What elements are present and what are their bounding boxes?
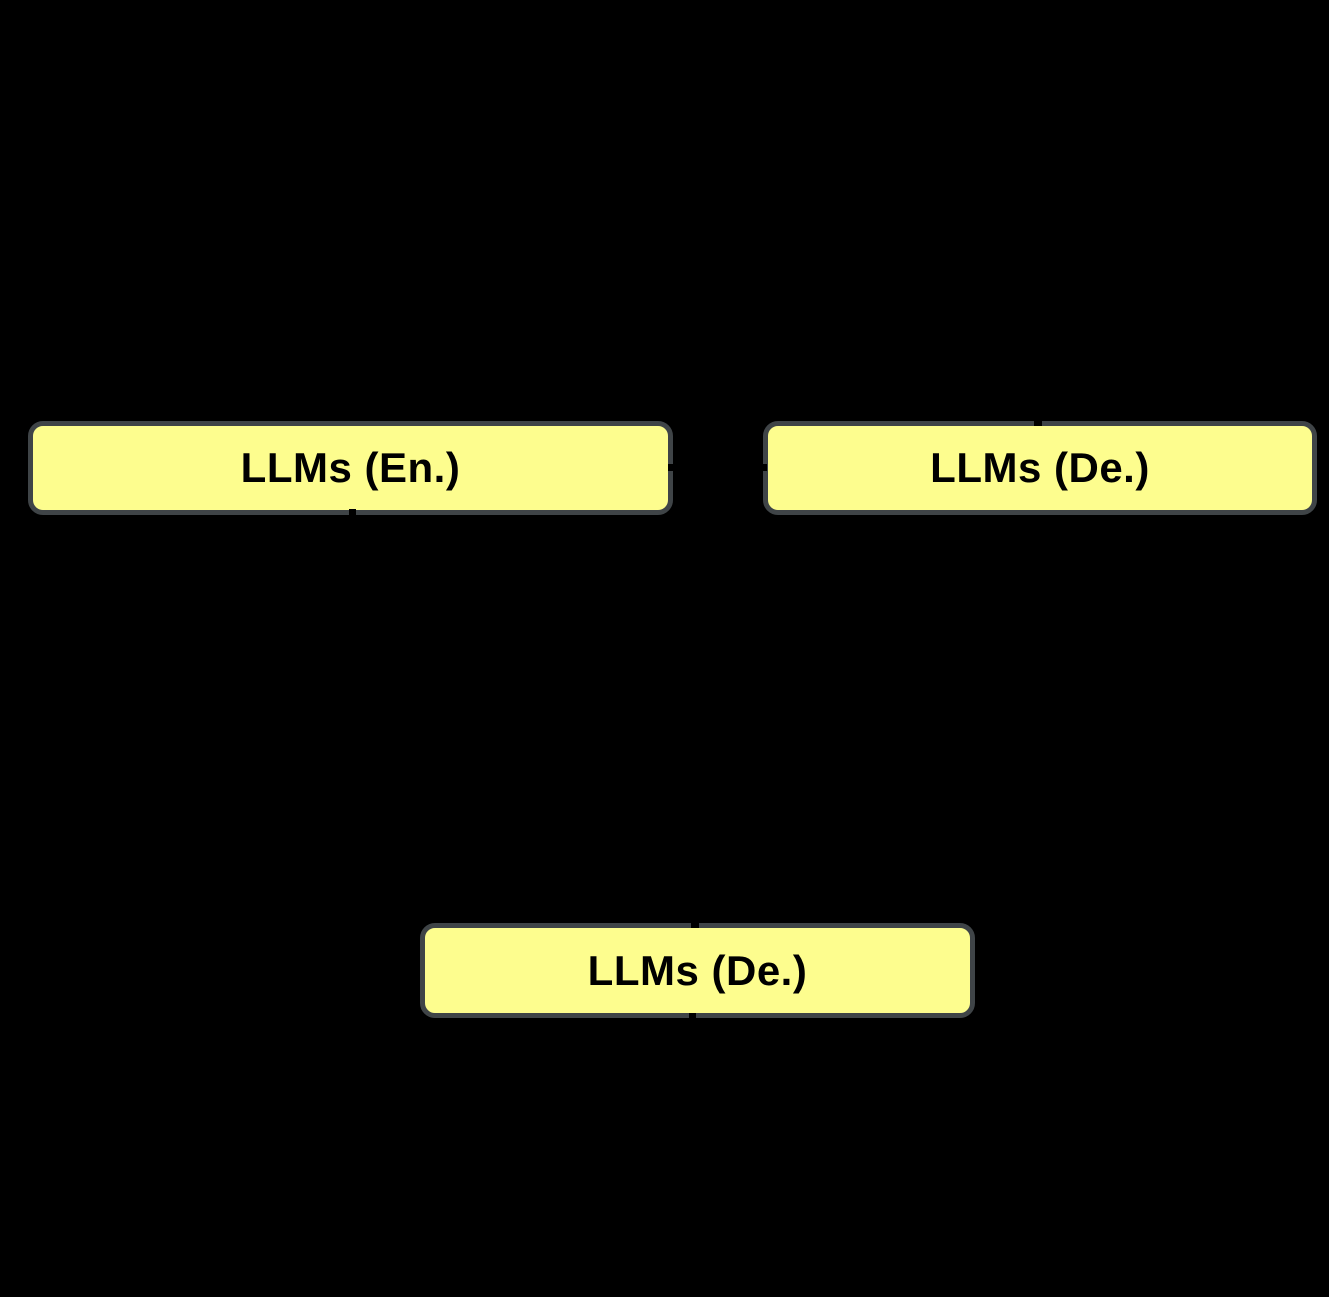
- node-llms-en[interactable]: LLMs (En.): [28, 421, 673, 515]
- node-llms-de-bottom-label: LLMs (De.): [587, 946, 808, 994]
- node-llms-de-top[interactable]: LLMs (De.): [763, 421, 1317, 515]
- node-llms-de-top-label: LLMs (De.): [930, 444, 1150, 491]
- connector-tip-llms-de-bottom-bottom: [689, 1013, 696, 1022]
- node-llms-en-label: LLMs (En.): [240, 444, 461, 491]
- connector-tip-llms-de-top-top: [1034, 418, 1042, 426]
- connector-tip-llms-de-top-left: [759, 464, 767, 471]
- connector-tip-llms-en-right: [668, 464, 677, 471]
- connector-tip-llms-de-bottom-top: [691, 919, 699, 928]
- node-llms-de-bottom[interactable]: LLMs (De.): [420, 923, 975, 1018]
- connector-tip-llms-en-bottom: [349, 509, 356, 518]
